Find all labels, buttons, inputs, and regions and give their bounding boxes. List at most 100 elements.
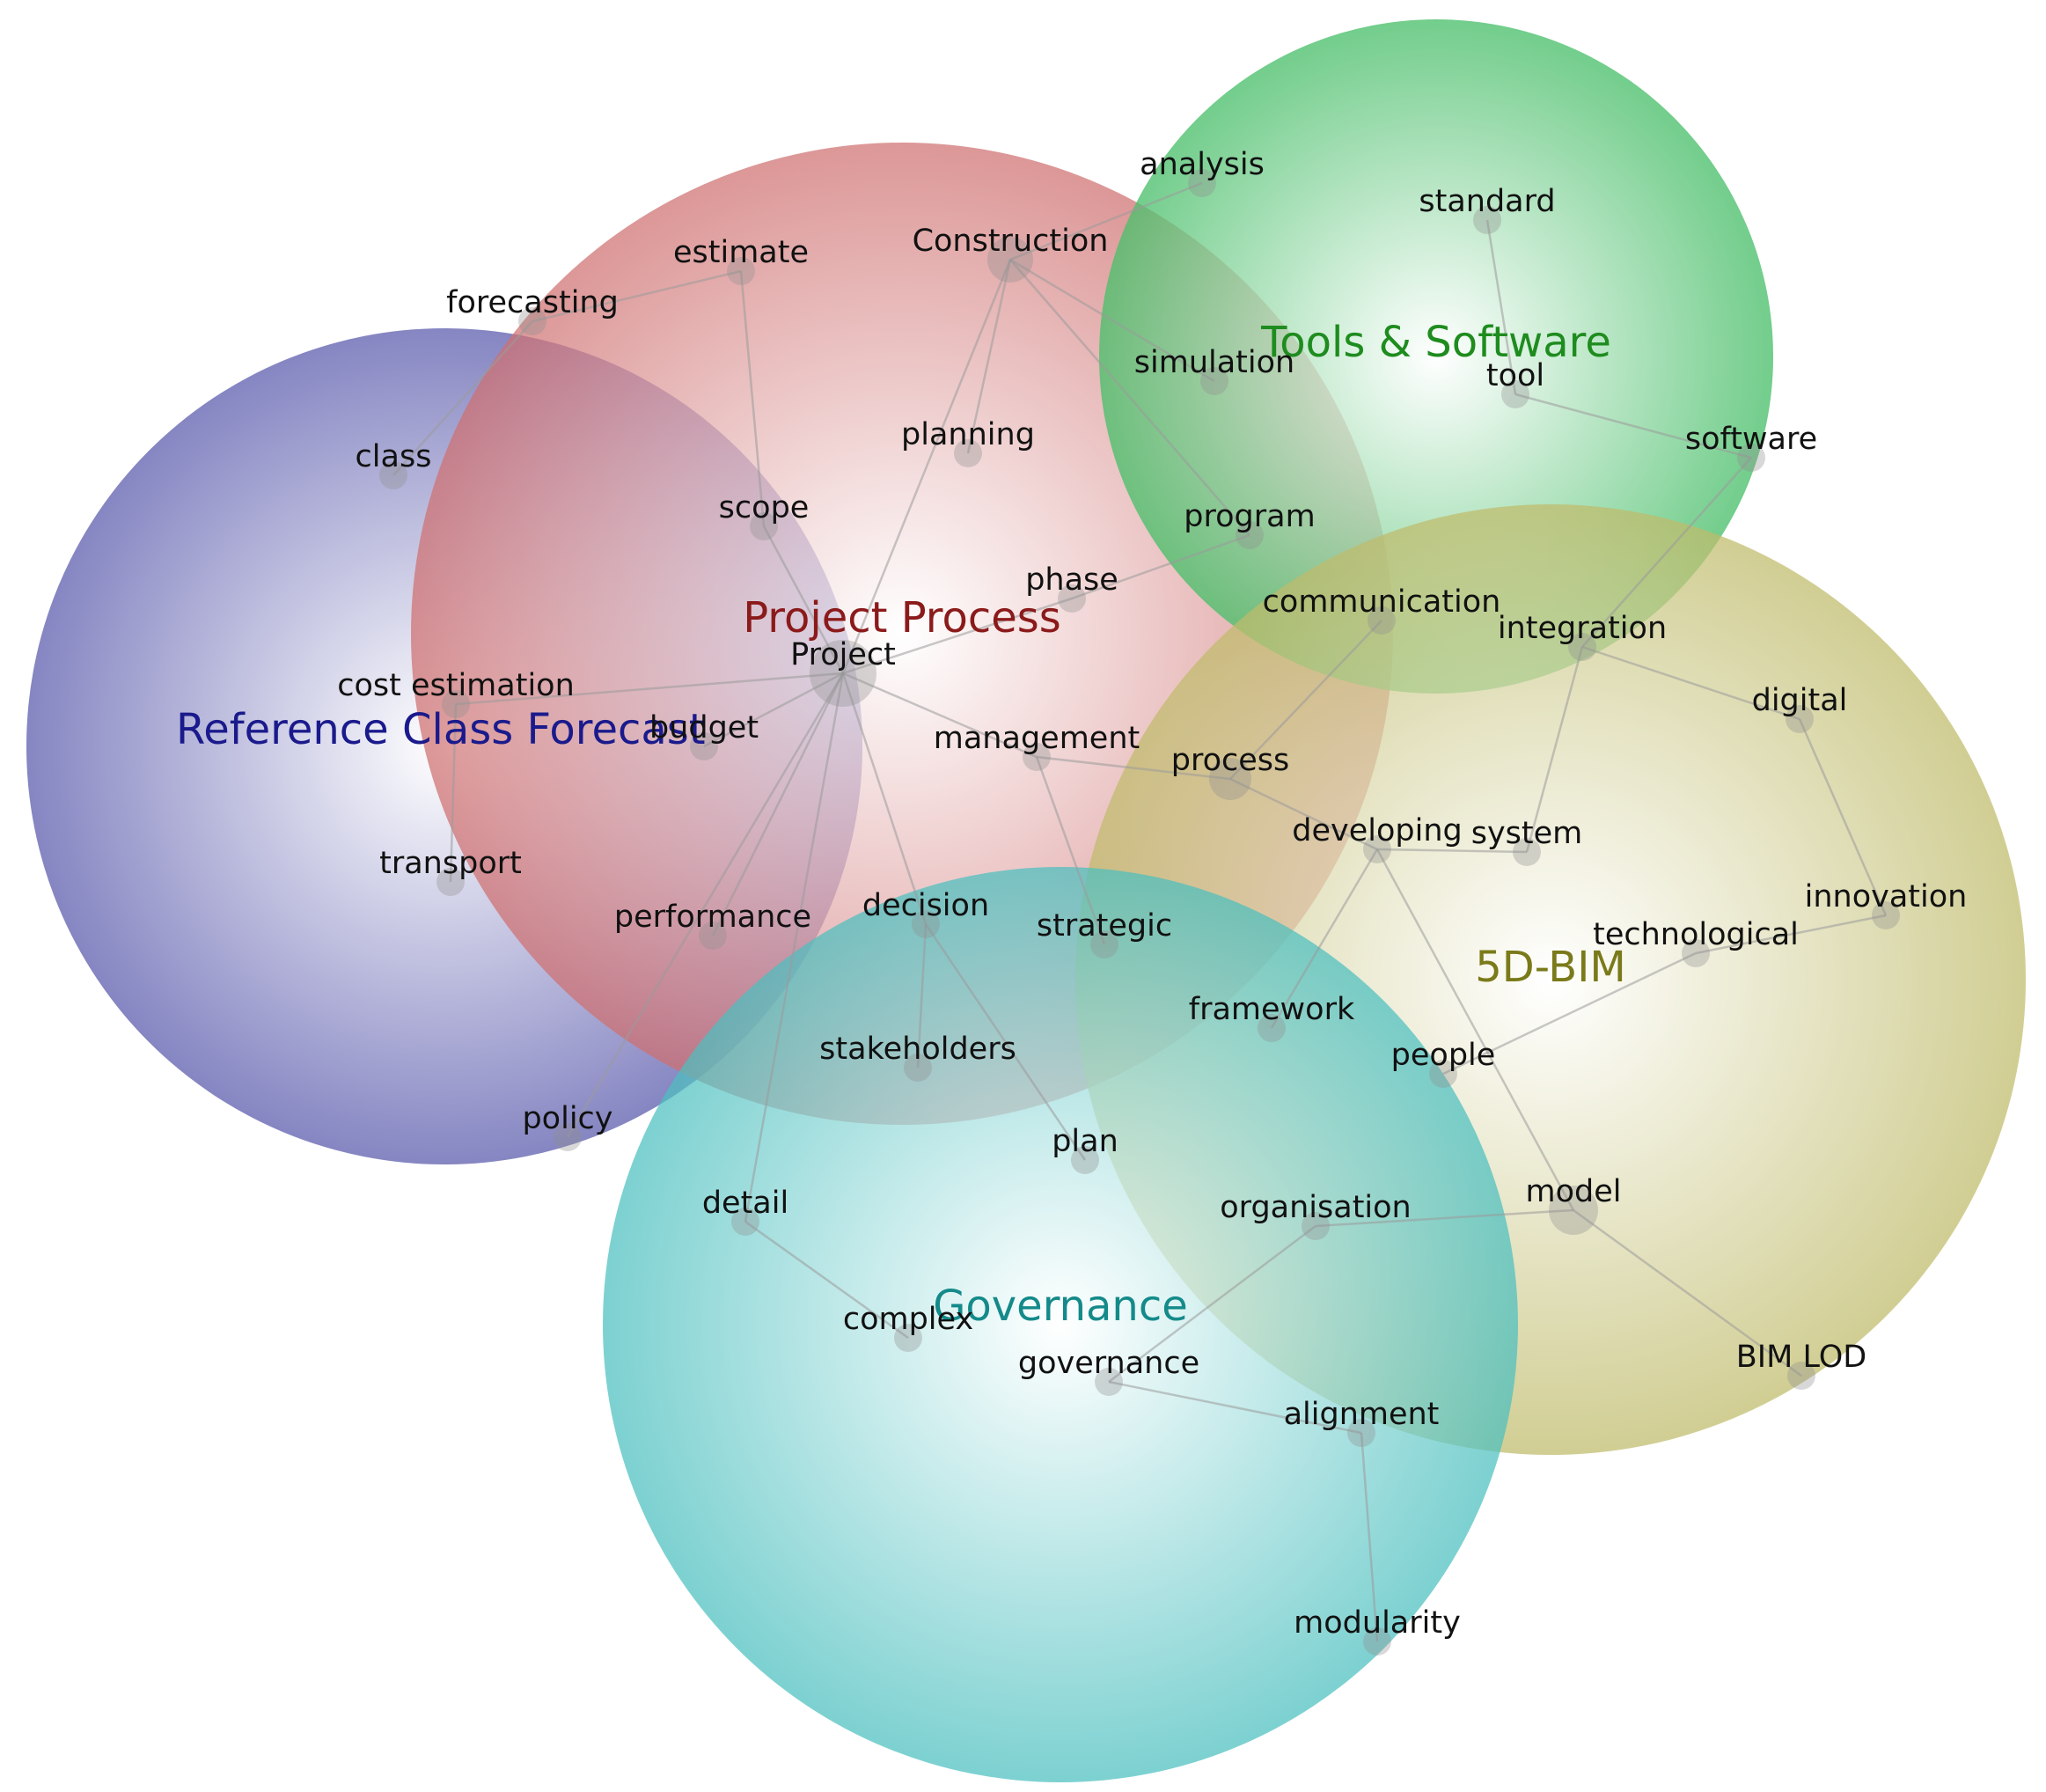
node-label-decision: decision	[862, 888, 989, 923]
node-label-forecasting: forecasting	[446, 285, 619, 320]
edge-management-strategic	[1035, 756, 1106, 945]
node-label-simulation: simulation	[1134, 345, 1294, 380]
node-label-digital: digital	[1752, 683, 1848, 718]
edge-construction-planning	[966, 259, 1012, 454]
edge-construction-program	[1009, 259, 1250, 536]
node-dot-phase	[1058, 584, 1086, 613]
node-dot-tool	[1501, 380, 1529, 408]
edge-tool-software	[1514, 393, 1752, 459]
node-label-performance: performance	[614, 900, 811, 935]
node-label-complex: complex	[843, 1302, 973, 1337]
node-label-communication: communication	[1263, 584, 1501, 620]
node-dot-planning	[954, 439, 982, 467]
edge-integration-system	[1525, 646, 1584, 853]
edge-software-integration	[1581, 457, 1752, 648]
cluster-title-tools-software: Tools & Software	[1260, 318, 1611, 367]
edge-forecasting-class	[392, 320, 533, 476]
node-label-integration: integration	[1498, 611, 1667, 646]
edge-project-performance	[711, 672, 845, 936]
edge-developing-framework	[1270, 848, 1379, 1029]
edge-governance-alignment	[1108, 1380, 1362, 1435]
edge-decision-plan	[924, 923, 1087, 1161]
node-label-framework: framework	[1189, 992, 1355, 1027]
edge-phase-program	[1071, 533, 1250, 600]
node-label-class: class	[356, 439, 432, 474]
node-dot-people	[1429, 1060, 1457, 1088]
node-dot-process	[1209, 758, 1251, 800]
node-dot-plan	[1071, 1146, 1099, 1174]
node-dot-technological	[1682, 939, 1710, 967]
cluster-titles: Reference Class Forecast Project Process…	[176, 318, 1626, 1331]
node-dot-governance	[1095, 1368, 1123, 1396]
node-label-plan: plan	[1052, 1124, 1118, 1159]
node-label-transport: transport	[379, 846, 522, 881]
node-dot-scope	[750, 512, 778, 540]
node-label-analysis: analysis	[1140, 147, 1265, 182]
node-dot-simulation	[1200, 367, 1228, 395]
edge-integration-digital	[1581, 645, 1800, 721]
cluster-circles	[26, 19, 2026, 1782]
edge-construction-project	[841, 259, 1012, 674]
edge-project-detail	[744, 672, 845, 1223]
node-label-developing: developing	[1292, 813, 1462, 848]
node-dot-forecasting	[518, 307, 546, 335]
node-dot-construction	[987, 237, 1033, 283]
edge-management-process	[1036, 755, 1231, 781]
cluster-title-reference-class-forecast: Reference Class Forecast	[176, 705, 706, 754]
node-label-people: people	[1391, 1038, 1496, 1073]
node-label-program: program	[1184, 499, 1315, 534]
edge-estimate-scope	[739, 270, 766, 527]
edge-project-cost-estimation	[455, 672, 844, 706]
node-dot-system	[1513, 838, 1541, 866]
node-label-innovation: innovation	[1805, 879, 1968, 914]
node-dot-alignment	[1347, 1419, 1375, 1447]
node-label-tool: tool	[1486, 358, 1544, 393]
node-dot-framework	[1258, 1014, 1286, 1042]
node-dot-digital	[1786, 705, 1814, 733]
node-dot-standard	[1473, 206, 1501, 234]
node-dot-class	[379, 461, 407, 489]
node-dot-innovation	[1872, 901, 1900, 929]
edge-organisation-governance	[1108, 1225, 1316, 1383]
node-dot-modularity	[1363, 1627, 1391, 1656]
edge-phase-project	[842, 597, 1073, 675]
node-dot-budget	[690, 732, 718, 760]
node-label-cost-estimation: cost estimation	[337, 668, 575, 703]
edge-construction-analysis	[1009, 181, 1203, 261]
node-layer	[379, 169, 1900, 1656]
edge-decision-stakeholders	[916, 923, 928, 1069]
cluster-circle-governance	[603, 867, 1518, 1782]
edge-detail-complex	[744, 1220, 909, 1340]
edge-process-developing	[1229, 777, 1378, 851]
edge-communication-process	[1229, 620, 1382, 780]
node-label-budget: budget	[649, 710, 759, 745]
node-dot-integration	[1568, 633, 1596, 661]
node-dot-policy	[554, 1123, 582, 1151]
node-label-alignment: alignment	[1284, 1397, 1440, 1432]
node-label-modularity: modularity	[1294, 1605, 1461, 1641]
node-dot-communication	[1368, 606, 1396, 635]
cluster-title-project-process: Project Process	[743, 593, 1061, 643]
edge-scope-project	[762, 525, 845, 674]
node-dot-strategic	[1090, 930, 1118, 958]
node-dot-developing	[1363, 835, 1391, 863]
node-label-planning: planning	[901, 417, 1035, 452]
node-dot-program	[1236, 521, 1264, 549]
node-label-model: model	[1526, 1174, 1622, 1209]
edge-model-bim-lod	[1573, 1208, 1802, 1377]
edge-developing-model	[1375, 848, 1575, 1211]
cluster-title-5d-bim: 5D-BIM	[1475, 943, 1626, 992]
node-dot-organisation	[1302, 1212, 1330, 1240]
node-dot-transport	[436, 868, 465, 896]
node-dot-model	[1549, 1186, 1598, 1235]
node-dot-decision	[912, 910, 940, 938]
node-label-policy: policy	[522, 1101, 612, 1136]
node-label-phase: phase	[1025, 562, 1118, 598]
edge-project-budget	[703, 672, 844, 748]
node-label-detail: detail	[702, 1186, 788, 1221]
edge-construction-simulation	[1009, 258, 1215, 383]
edge-technological-people	[1442, 951, 1697, 1076]
node-label-stakeholders: stakeholders	[819, 1032, 1016, 1067]
